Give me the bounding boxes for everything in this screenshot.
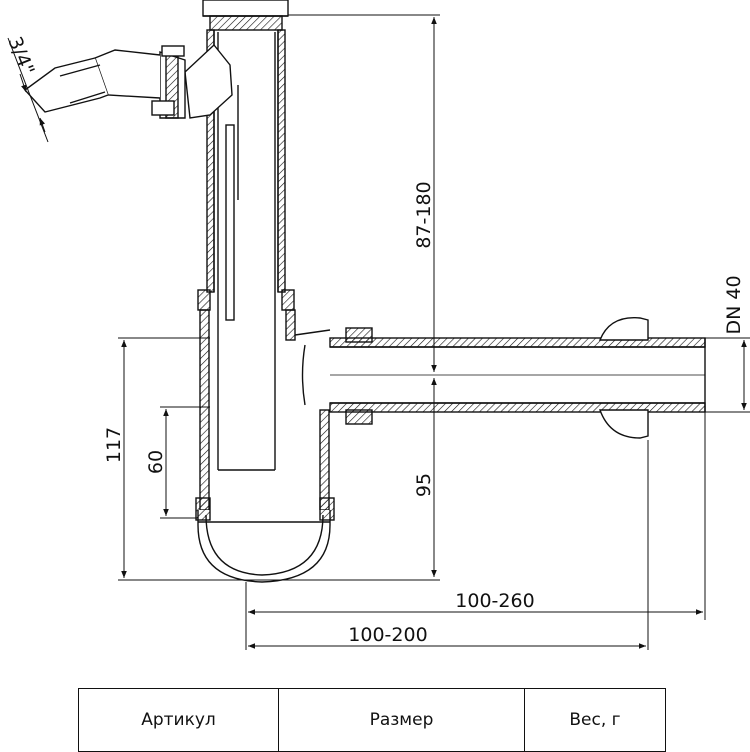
dim-width-100-260: 100-260	[455, 590, 534, 612]
outlet-pipe	[301, 327, 706, 425]
spec-table-header-row: Артикул Размер Вес, г	[78, 688, 666, 752]
dim-height-95: 95	[413, 473, 435, 497]
dim-inlet-thread: 3/4"	[3, 34, 38, 79]
wall-rosette	[598, 316, 649, 439]
header-article: Артикул	[78, 688, 279, 752]
trap-body	[195, 309, 335, 583]
middle-couplings	[197, 289, 295, 311]
spec-table: Артикул Размер Вес, г	[78, 688, 666, 752]
dimension-lines	[7, 14, 750, 650]
dim-height-117: 117	[103, 427, 125, 463]
dim-outlet-dn: DN 40	[723, 275, 745, 334]
top-nut	[202, 0, 289, 31]
header-size: Размер	[278, 688, 525, 752]
dim-width-100-200: 100-200	[348, 624, 427, 646]
header-weight: Вес, г	[524, 688, 666, 752]
dim-height-60: 60	[145, 450, 167, 474]
side-inlet	[23, 43, 233, 119]
dim-height-range: 87-180	[413, 181, 435, 248]
